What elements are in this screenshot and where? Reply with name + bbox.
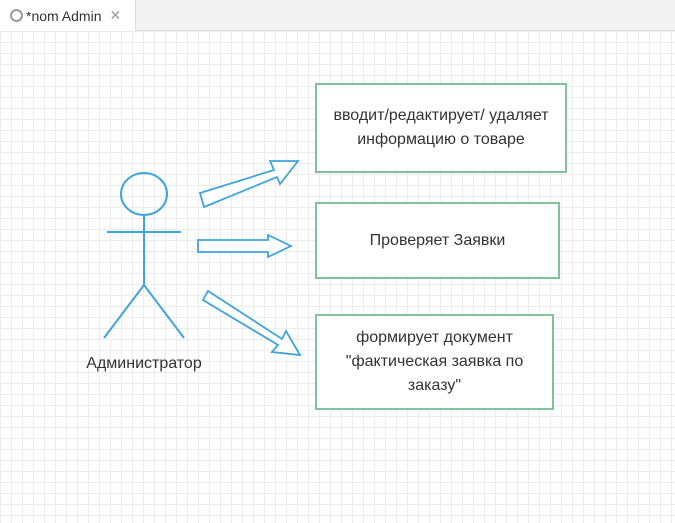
arrow-to-use-case-1[interactable] [198, 160, 300, 209]
arrow-to-use-case-2[interactable] [197, 233, 294, 259]
tab-nom-admin[interactable]: *nom Admin ✕ [0, 0, 136, 31]
use-case-manage-product-info[interactable]: вводит/редактирует/ удаляет информацию о… [315, 83, 567, 173]
actor-figure[interactable] [103, 172, 185, 339]
use-case-label: формирует документ "фактическая заявка п… [345, 329, 524, 394]
use-case-check-requests[interactable]: Проверяет Заявки [315, 202, 560, 279]
actor-head [120, 172, 168, 216]
tab-bar: *nom Admin ✕ [0, 0, 675, 31]
arrow-to-use-case-3[interactable] [201, 289, 302, 357]
use-case-label: вводит/редактирует/ удаляет информацию о… [333, 107, 549, 148]
close-icon[interactable]: ✕ [109, 7, 122, 23]
actor-label: Администратор [86, 355, 202, 372]
use-case-generate-document[interactable]: формирует документ "фактическая заявка п… [315, 314, 554, 410]
circle-outline-icon [10, 9, 23, 22]
actor-right-leg [143, 284, 185, 339]
actor-left-leg [103, 284, 145, 339]
tab-title: *nom Admin [26, 7, 102, 24]
use-case-label: Проверяет Заявки [369, 231, 506, 249]
